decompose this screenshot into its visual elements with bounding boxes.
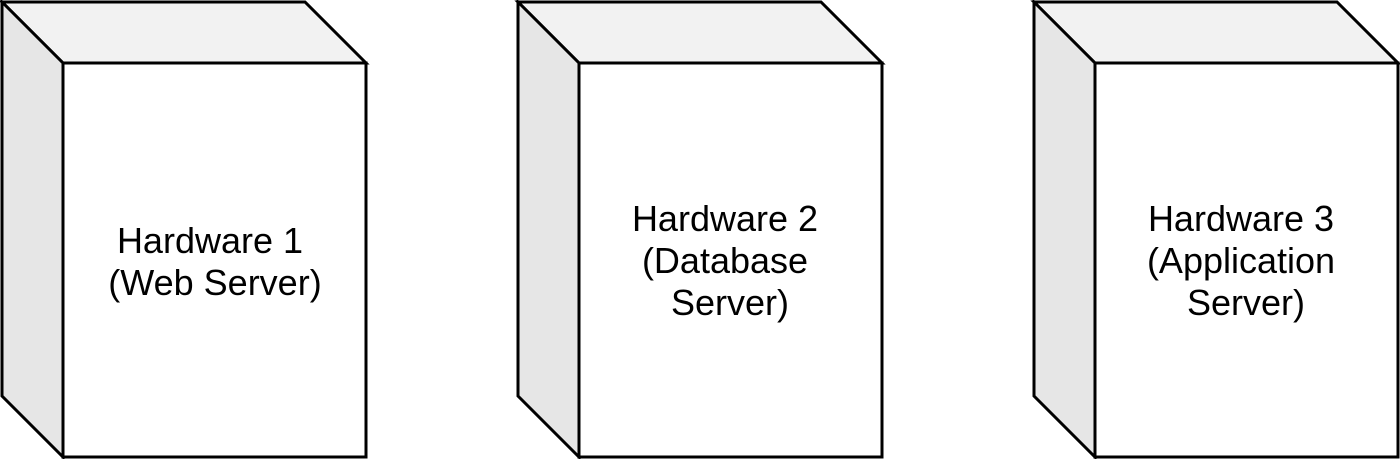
node-2-front-face bbox=[577, 61, 884, 459]
node-2-side-face bbox=[516, 0, 581, 459]
node-2-label-line-1: Hardware 2 bbox=[632, 198, 818, 239]
node-2-label-line-3: Server) bbox=[671, 282, 789, 323]
node-2-top-face bbox=[514, 0, 886, 65]
node-1-label: Hardware 1 (Web Server) bbox=[108, 220, 321, 303]
hardware-node-1[interactable]: Hardware 1 (Web Server) bbox=[0, 0, 370, 459]
node-1-top-face bbox=[0, 0, 370, 65]
node-3-side-face bbox=[1032, 0, 1097, 459]
hardware-node-2[interactable]: Hardware 2 (Database Server) bbox=[514, 0, 886, 459]
node-1-front-face bbox=[61, 61, 368, 459]
node-2-label-line-2: (Database bbox=[642, 240, 808, 281]
node-3-top-face bbox=[1030, 0, 1400, 65]
node-3-label-line-3: Server) bbox=[1187, 282, 1305, 323]
node-3-front-face bbox=[1093, 61, 1400, 459]
hardware-node-3[interactable]: Hardware 3 (Application Server) bbox=[1030, 0, 1400, 459]
node-1-label-line-2: (Web Server) bbox=[108, 262, 321, 303]
node-3-label-line-2: (Application bbox=[1147, 240, 1335, 281]
node-2-label: Hardware 2 (Database Server) bbox=[632, 198, 828, 323]
node-1-side-face bbox=[0, 0, 65, 459]
node-3-label: Hardware 3 (Application Server) bbox=[1147, 198, 1345, 323]
node-3-label-line-1: Hardware 3 bbox=[1148, 198, 1334, 239]
node-1-label-line-1: Hardware 1 bbox=[117, 220, 303, 261]
